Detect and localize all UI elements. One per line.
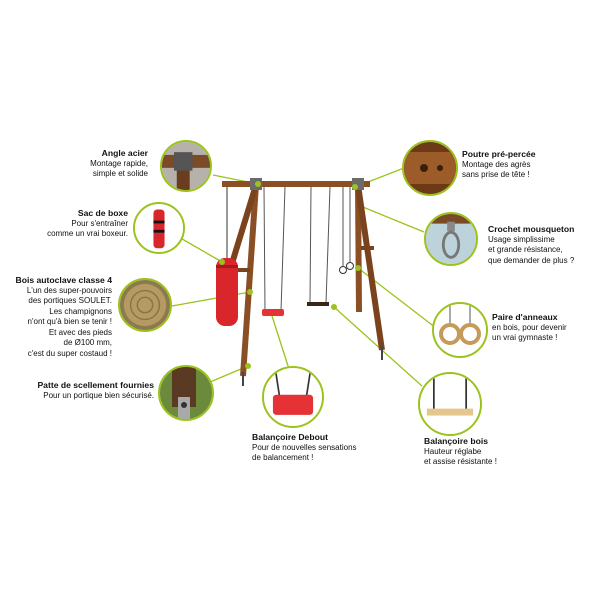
gym-rings-icon: [434, 304, 486, 356]
callout-sac-de-boxe: Sac de boxe Pour s'entraîner comme un vr…: [8, 208, 128, 240]
wood-log-icon: [120, 280, 170, 330]
bois-autoclave-line-6: de Ø100 mm,: [63, 338, 112, 347]
bois-autoclave-line-4: n'ont qu'à bien se tenir !: [27, 317, 112, 326]
poutre-title: Poutre pré-percée: [462, 149, 536, 159]
dot-sac: [219, 259, 225, 265]
connector-crochet: [357, 204, 425, 233]
standing-swing-icon: [264, 368, 322, 426]
bois-autoclave-title: Bois autoclave classe 4: [15, 275, 113, 285]
callout-angle-acier: Angle acier Montage rapide, simple et so…: [28, 148, 148, 180]
dot-angle-acier: [255, 181, 261, 187]
angle-acier-line-1: Montage rapide,: [90, 158, 148, 168]
wooden-swing: [307, 186, 331, 306]
callout-balancoire-bois: Balançoire bois Hauteur réglabe et assis…: [424, 436, 544, 468]
balancoire-bois-line-2: et assise résistante !: [424, 457, 497, 466]
ring-left: [339, 266, 347, 274]
bois-autoclave-line-5: Et avec des pieds: [48, 327, 112, 337]
callout-bois-autoclave: Bois autoclave classe 4 L'un des super-p…: [0, 275, 113, 359]
standing-swing: [262, 186, 286, 316]
poutre-line-2: sans prise de tête !: [462, 170, 530, 179]
sac-de-boxe-title: Sac de boxe: [77, 208, 128, 218]
standing-swing-rope-right: [280, 186, 286, 312]
wooden-swing-seat: [307, 302, 329, 306]
bois-autoclave-line-3: Les champignons: [49, 306, 112, 316]
circle-balancoire-bois: [418, 372, 482, 436]
dot-bois: [247, 289, 253, 295]
crochet-line-3: que demander de plus ?: [488, 255, 575, 265]
dot-patte: [245, 363, 251, 369]
connector-sac: [176, 235, 223, 263]
circle-balancoire-debout: [262, 366, 324, 428]
bag-body: [216, 258, 238, 326]
top-beam: [222, 181, 370, 187]
crochet-line-2: et grande résistance,: [488, 245, 563, 254]
bois-autoclave-line-2: des portiques SOULET.: [28, 296, 112, 305]
callout-patte-scellement: Patte de scellement fournies Pour un por…: [14, 380, 154, 401]
crochet-title: Crochet mousqueton: [488, 224, 575, 234]
patte-scellement-title: Patte de scellement fournies: [37, 380, 154, 390]
left-leg-front: [240, 184, 259, 377]
carabiner-hook-icon: [426, 214, 476, 264]
angle-acier-line-2: simple et solide: [92, 169, 148, 178]
balancoire-debout-title: Balançoire Debout: [252, 432, 328, 442]
callout-crochet: Crochet mousqueton Usage simplissime et …: [488, 224, 596, 266]
bois-autoclave-line-7: c'est du super costaud !: [27, 348, 112, 358]
poutre-line-1: Montage des agrès: [462, 159, 531, 169]
wooden-swing-rope-right: [325, 186, 331, 304]
balancoire-debout-line-2: de balancement !: [252, 453, 314, 462]
patte-scellement-line-1: Pour un portique bien sécurisé.: [43, 390, 154, 400]
standing-swing-rope-left: [263, 186, 266, 312]
circle-patte-scellement: [158, 365, 214, 421]
angle-acier-title: Angle acier: [101, 148, 148, 158]
steel-corner-icon: [162, 142, 210, 190]
bois-autoclave-line-1: L'un des super-pouvoirs: [26, 285, 112, 295]
callout-connectors: [171, 167, 437, 394]
circle-sac-de-boxe: [133, 202, 185, 254]
connector-bois: [171, 291, 251, 307]
sac-de-boxe-line-1: Pour s'entraîner: [71, 218, 128, 228]
swing-frame: [219, 178, 385, 386]
callout-poutre: Poutre pré-percée Montage des agrès sans…: [462, 149, 592, 181]
circle-poutre: [402, 140, 458, 196]
balancoire-bois-line-1: Hauteur réglabe: [424, 446, 482, 456]
balancoire-bois-title: Balançoire bois: [424, 436, 488, 446]
standing-swing-seat: [262, 309, 284, 316]
circle-anneaux: [432, 302, 488, 358]
ring-right: [346, 262, 354, 270]
punching-bag-icon: [135, 204, 183, 252]
circle-bois-autoclave: [118, 278, 172, 332]
circle-crochet: [424, 212, 478, 266]
wooden-swing-icon: [420, 374, 480, 434]
connector-bois-swing: [333, 306, 423, 387]
anchor-bracket-icon: [160, 367, 212, 419]
bag-band: [216, 265, 238, 268]
connector-debout: [271, 315, 290, 370]
circle-angle-acier: [160, 140, 212, 192]
dot-poutre: [352, 184, 358, 190]
right-leg-back: [355, 184, 385, 351]
punching-bag: [216, 187, 238, 326]
balancoire-debout-line-1: Pour de nouvelles sensations: [252, 442, 357, 452]
drilled-beam-icon: [404, 142, 456, 194]
dot-bois-swing: [331, 304, 337, 310]
dot-anneaux: [355, 265, 361, 271]
callout-balancoire-debout: Balançoire Debout Pour de nouvelles sens…: [252, 432, 392, 464]
anneaux-line-1: en bois, pour devenir: [492, 322, 567, 332]
sac-de-boxe-line-2: comme un vrai boxeur.: [47, 229, 128, 238]
crochet-line-1: Usage simplissime: [488, 234, 555, 244]
anneaux-title: Paire d'anneaux: [492, 312, 558, 322]
anneaux-line-2: un vrai gymnaste !: [492, 333, 558, 342]
wooden-swing-rope-left: [309, 186, 312, 304]
callout-anneaux: Paire d'anneaux en bois, pour devenir un…: [492, 312, 596, 344]
gym-rings: [339, 187, 354, 274]
